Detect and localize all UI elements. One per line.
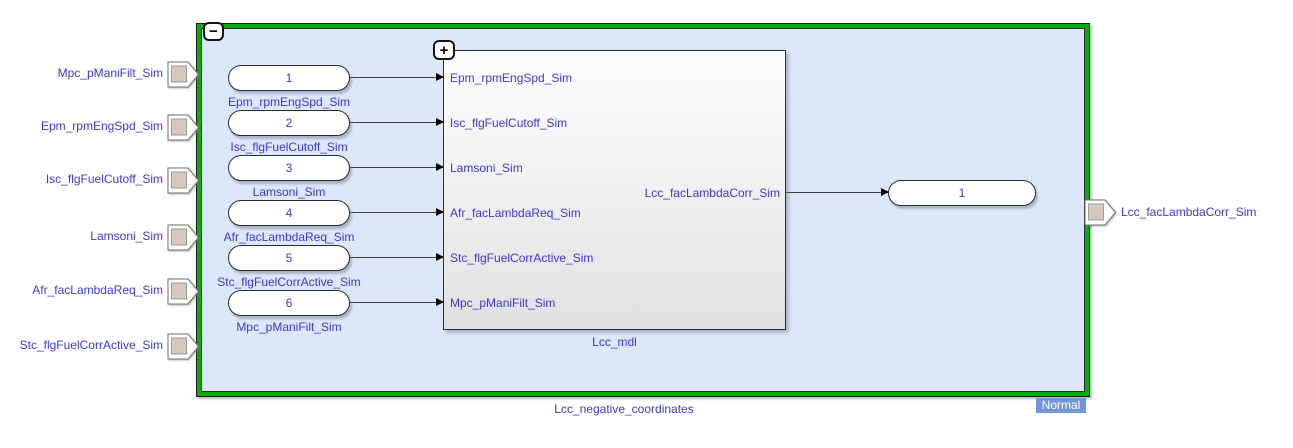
plus-icon: +: [439, 41, 449, 59]
subsystem-name: Lcc_negative_coordinates: [554, 402, 694, 416]
port-square-icon: [171, 118, 187, 136]
collapse-subsystem-button[interactable]: −: [203, 22, 224, 41]
inport-number: 2: [285, 116, 293, 130]
port-square-icon: [171, 65, 187, 83]
inport-block[interactable]: 1: [228, 65, 350, 91]
inport-block[interactable]: 5: [228, 245, 350, 271]
block-input-port-label: Isc_flgFuelCutoff_Sim: [450, 116, 568, 130]
outport-number: 1: [958, 186, 966, 200]
inport-number: 5: [285, 251, 293, 265]
signal-wire[interactable]: [350, 253, 444, 261]
signal-wire[interactable]: [350, 163, 444, 171]
external-output-label: Lcc_facLambdaCorr_Sim: [1121, 205, 1257, 219]
inport-number: 3: [285, 161, 293, 175]
signal-wire[interactable]: [350, 118, 444, 126]
input-port-tag[interactable]: [167, 167, 200, 194]
signal-wire[interactable]: [786, 188, 889, 196]
inport-number: 1: [285, 71, 293, 85]
external-input-label: Lamsoni_Sim: [90, 229, 163, 243]
outport-block[interactable]: 1: [888, 180, 1036, 206]
external-input-label: Mpc_pManiFilt_Sim: [57, 66, 163, 80]
inport-name: Lamsoni_Sim: [252, 185, 326, 199]
port-square-icon: [1088, 203, 1104, 221]
inport-block[interactable]: 2: [228, 110, 350, 136]
external-input-label: Stc_flgFuelCorrActive_Sim: [19, 338, 163, 352]
inport-block[interactable]: 3: [228, 155, 350, 181]
minus-icon: −: [209, 23, 218, 40]
input-port-tag[interactable]: [167, 278, 200, 305]
inport-name: Afr_facLambdaReq_Sim: [223, 230, 355, 244]
external-input-label: Afr_facLambdaReq_Sim: [32, 283, 163, 297]
port-square-icon: [171, 228, 187, 246]
model-block-name: Lcc_mdl: [592, 335, 637, 349]
signal-wire[interactable]: [350, 73, 444, 81]
input-port-tag[interactable]: [167, 114, 200, 141]
simulation-mode-badge: Normal: [1036, 398, 1086, 413]
external-input-label: Isc_flgFuelCutoff_Sim: [45, 172, 163, 186]
inport-name: Stc_flgFuelCorrActive_Sim: [217, 275, 361, 289]
signal-wire[interactable]: [350, 298, 444, 306]
external-input-label: Epm_rpmEngSpd_Sim: [40, 119, 163, 133]
block-input-port-label: Afr_facLambdaReq_Sim: [450, 206, 581, 220]
signal-wire[interactable]: [350, 208, 444, 216]
input-port-tag[interactable]: [167, 333, 200, 360]
inport-number: 6: [285, 296, 293, 310]
block-output-port-label: Lcc_facLambdaCorr_Sim: [644, 186, 780, 200]
model-block-lcc-mdl[interactable]: [443, 50, 786, 330]
block-input-port-label: Epm_rpmEngSpd_Sim: [450, 71, 573, 85]
block-input-port-label: Mpc_pManiFilt_Sim: [450, 296, 556, 310]
port-square-icon: [171, 171, 187, 189]
output-port-tag[interactable]: [1084, 199, 1117, 226]
port-square-icon: [171, 282, 187, 300]
inport-number: 4: [285, 206, 293, 220]
inport-block[interactable]: 4: [228, 200, 350, 226]
port-square-icon: [171, 337, 187, 355]
block-input-port-label: Stc_flgFuelCorrActive_Sim: [450, 251, 594, 265]
input-port-tag[interactable]: [167, 224, 200, 251]
inport-name: Epm_rpmEngSpd_Sim: [227, 95, 351, 109]
block-input-port-label: Lamsoni_Sim: [450, 161, 523, 175]
input-port-tag[interactable]: [167, 61, 200, 88]
inport-block[interactable]: 6: [228, 290, 350, 316]
inport-name: Mpc_pManiFilt_Sim: [236, 320, 342, 334]
inport-name: Isc_flgFuelCutoff_Sim: [230, 140, 348, 154]
expand-model-button[interactable]: +: [433, 40, 455, 60]
